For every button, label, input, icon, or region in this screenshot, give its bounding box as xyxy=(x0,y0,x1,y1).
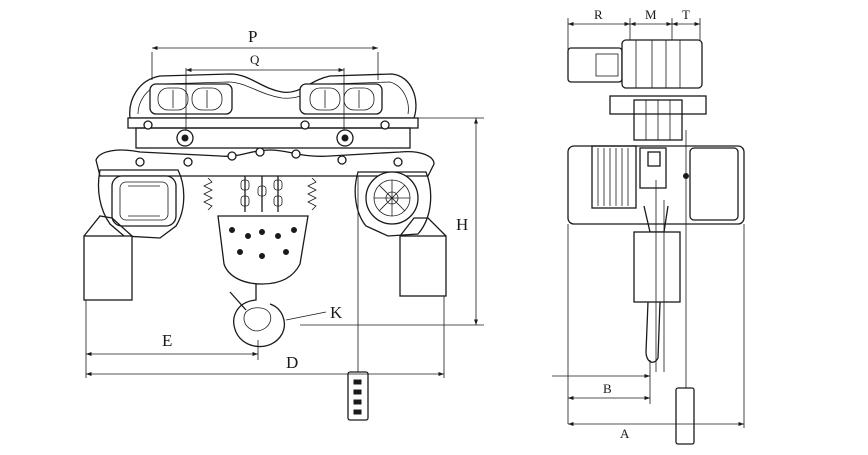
hook xyxy=(229,284,285,348)
label-p: P xyxy=(248,27,257,46)
label-b: B xyxy=(603,381,612,396)
pendant-controller xyxy=(347,176,369,421)
dimension-d: D xyxy=(86,296,445,378)
trolley-motor xyxy=(567,39,703,89)
label-a: A xyxy=(620,426,630,441)
label-m: M xyxy=(645,7,657,22)
left-control-box xyxy=(83,215,133,301)
hook-block xyxy=(217,215,309,285)
dimension-q: Q xyxy=(185,52,345,130)
dimension-h: H xyxy=(300,117,484,326)
dimension-rmt: R M T xyxy=(567,7,701,58)
side-view: R M T B A xyxy=(552,7,745,445)
trolley-wheels-left xyxy=(149,83,233,115)
label-d: D xyxy=(286,353,298,372)
label-t: T xyxy=(682,7,690,22)
label-e: E xyxy=(162,331,172,350)
right-control-box xyxy=(399,217,447,297)
hook-side xyxy=(633,180,681,372)
frame-pins xyxy=(143,120,390,147)
front-view: P Q H K E D xyxy=(83,27,484,421)
dimension-a: A xyxy=(568,224,745,441)
label-q: Q xyxy=(250,52,260,67)
label-h: H xyxy=(456,215,468,234)
side-pendant xyxy=(675,130,695,445)
label-k: K xyxy=(330,303,343,322)
chain-springs xyxy=(203,176,317,212)
dimension-e: E xyxy=(85,300,259,378)
left-motor xyxy=(97,169,185,239)
right-drum xyxy=(354,171,432,237)
label-r: R xyxy=(594,7,603,22)
dimension-k: K xyxy=(285,303,343,322)
trolley-side-wheels xyxy=(609,95,707,141)
trolley-wheels-right xyxy=(299,83,383,115)
dimension-p: P xyxy=(151,27,379,80)
dimension-b: B xyxy=(552,224,651,424)
hoist-body xyxy=(95,147,435,177)
